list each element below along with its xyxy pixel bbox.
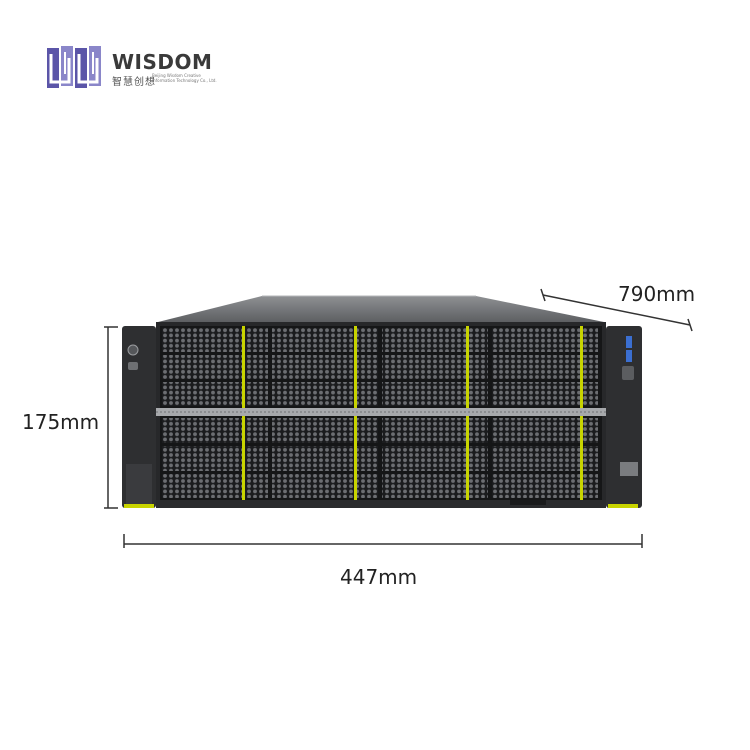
width-label: 447mm [340,565,418,589]
usb-port-icon [626,336,632,348]
brand-chinese-name: 智慧创想 [112,77,156,88]
status-led-icon [128,362,138,370]
upper-drive-bays [160,326,602,408]
lower-drive-bays [160,416,602,500]
indicator-lights [620,462,638,476]
wisdom-logo-icon [47,46,101,88]
vga-port-icon [622,366,634,380]
depth-label: 790mm [618,282,696,306]
height-dimension-line [104,326,118,509]
height-label: 175mm [22,410,100,434]
server-top-cover [158,296,604,322]
brand-logo [46,44,216,92]
label-tab [126,464,152,508]
power-button-icon [127,344,139,356]
brand-english-subtitle: Beijing Wisdom Creative Information Tech… [152,73,217,83]
pull-tab [510,500,546,505]
brand-name: WISDOM [112,50,213,74]
width-dimension-line [123,534,643,548]
depth-dimension-line [540,288,693,332]
usb-port-icon [626,350,632,362]
left-rack-ear [122,326,156,508]
